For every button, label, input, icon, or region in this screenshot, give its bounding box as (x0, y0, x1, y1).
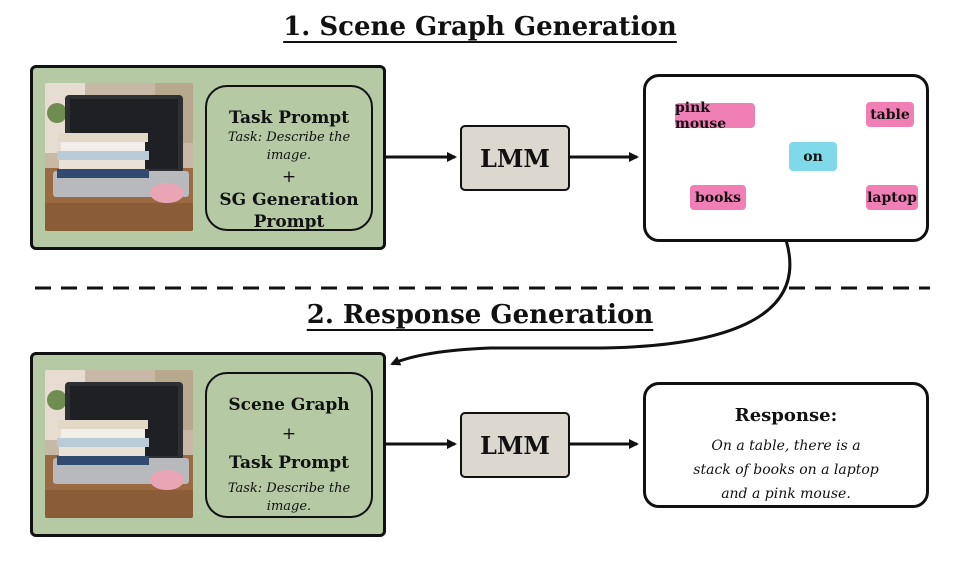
response-line-2: stack of books on a laptop (693, 462, 879, 478)
response-line-3: and a pink mouse. (721, 486, 851, 502)
sg-generation-label: SG Generation (219, 190, 359, 210)
plus-sign: + (281, 167, 297, 187)
response-box: Response: On a table, there is a stack o… (643, 382, 929, 508)
prompt-card-2: Scene Graph + Task Prompt Task: Describe… (205, 372, 373, 518)
plus-sign: + (281, 424, 297, 444)
image-thumbnail-1 (45, 83, 193, 231)
laptop-books-mouse-icon (45, 370, 193, 518)
response-line-1: On a table, there is a (711, 438, 861, 454)
task-prompt-label: Task Prompt (228, 453, 350, 473)
sg-prompt-label: Prompt (253, 212, 325, 232)
section2-title: 2. Response Generation (306, 300, 654, 330)
prompt-card-1: Task Prompt Task: Describe the image. + … (205, 85, 373, 232)
response-title: Response: (734, 405, 838, 426)
laptop-books-mouse-icon (45, 83, 193, 231)
node-pink-mouse: pink mouse (675, 100, 755, 132)
node-books: books (690, 185, 746, 210)
scene-graph-label: Scene Graph (228, 395, 350, 415)
arrow-graph-to-panel2 (390, 239, 792, 366)
lmm-box-2: LMM (460, 412, 570, 478)
lmm-box-1: LMM (460, 125, 570, 191)
node-laptop: laptop (866, 185, 918, 210)
image-thumbnail-2 (45, 370, 193, 518)
node-relation-on: on (789, 142, 837, 171)
task-prompt-text: Task: Describe the image. (227, 130, 351, 163)
section1-title: 1. Scene Graph Generation (283, 12, 677, 42)
node-table: table (866, 102, 914, 127)
task-prompt-text: Task: Describe the image. (227, 481, 351, 514)
task-prompt-label: Task Prompt (228, 108, 350, 128)
